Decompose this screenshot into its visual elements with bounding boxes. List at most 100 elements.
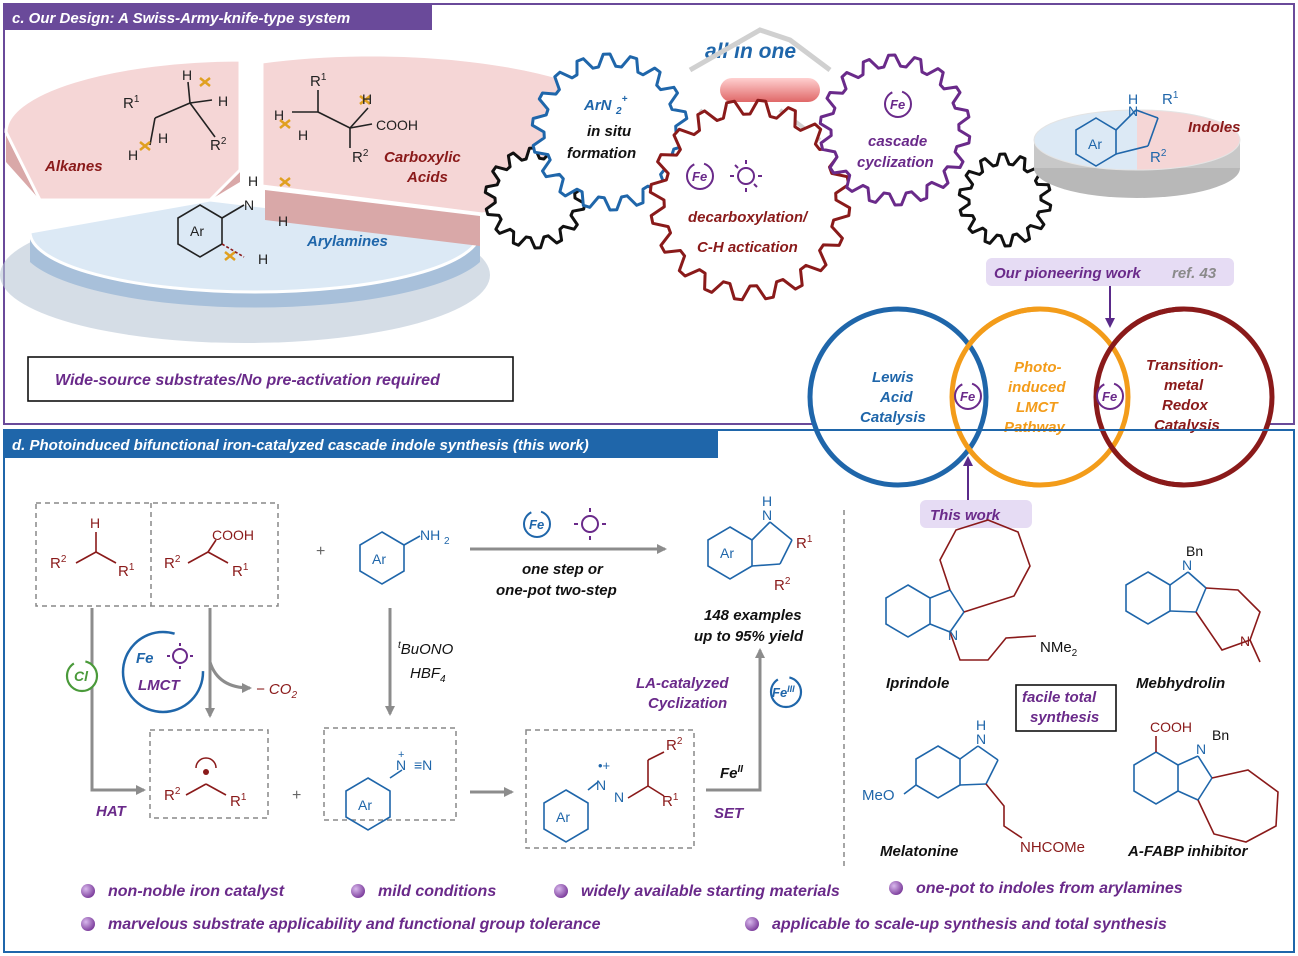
svg-text:cascade: cascade: [868, 133, 927, 150]
svg-text:FeII: FeII: [720, 764, 743, 782]
svg-text:Ar: Ar: [720, 545, 734, 561]
svg-text:H: H: [278, 213, 288, 229]
light-icon: [730, 160, 762, 192]
svg-text:N: N: [1196, 741, 1206, 757]
svg-text:R1: R1: [796, 534, 813, 552]
svg-text:N: N: [614, 789, 624, 805]
indole-disk: [1033, 109, 1241, 198]
svg-text:R2: R2: [164, 786, 181, 804]
melatonine-structure: [903, 745, 999, 799]
svg-text:− CO2: − CO2: [256, 681, 297, 701]
svg-text:Fe: Fe: [136, 650, 154, 667]
svg-text:cyclization: cyclization: [857, 154, 934, 171]
bullet-item: widely available starting materials: [581, 883, 840, 900]
svg-text:decarboxylation/: decarboxylation/: [688, 209, 809, 226]
svg-text:COOH: COOH: [1150, 719, 1192, 735]
bullet-dot: [81, 917, 95, 931]
svg-text:HBF4: HBF4: [410, 665, 446, 685]
svg-text:2: 2: [444, 536, 450, 547]
svg-text:•+: •+: [598, 758, 610, 773]
svg-text:Transition-: Transition-: [1146, 357, 1223, 374]
svg-text:LMCT: LMCT: [138, 677, 181, 694]
svg-text:tBuONO: tBuONO: [398, 640, 454, 658]
svg-text:Lewis: Lewis: [872, 369, 914, 386]
svg-text:formation: formation: [567, 145, 636, 162]
mebhydrolin-structure: [1125, 571, 1207, 625]
svg-text:+: +: [398, 749, 404, 761]
mebhydrolin-label: Mebhydrolin: [1136, 675, 1225, 692]
svg-text:Acid: Acid: [879, 389, 913, 406]
catalysis-circles: [807, 306, 1275, 488]
svg-text:H: H: [128, 147, 138, 163]
svg-text:COOH: COOH: [376, 117, 418, 133]
svg-text:N: N: [976, 731, 986, 747]
svg-text:H: H: [1128, 91, 1138, 107]
svg-text:LMCT: LMCT: [1016, 399, 1059, 416]
svg-text:R1: R1: [230, 792, 247, 810]
svg-text:in situ: in situ: [587, 123, 631, 140]
svg-text:NH: NH: [420, 527, 440, 543]
facile-box: [1015, 684, 1117, 732]
svg-text:Cl: Cl: [74, 668, 89, 684]
svg-text:Pathway: Pathway: [1004, 419, 1066, 436]
wide-source-box: [27, 356, 514, 402]
svg-text:H: H: [976, 717, 986, 733]
svg-text:R2: R2: [774, 576, 791, 594]
svg-text:H: H: [362, 91, 372, 107]
svg-text:facile total: facile total: [1022, 689, 1097, 706]
svg-text:ArN: ArN: [583, 97, 613, 114]
svg-text:synthesis: synthesis: [1030, 709, 1099, 726]
indole-structure: [1075, 109, 1159, 167]
svg-text:H: H: [218, 93, 228, 109]
svg-text:Ar: Ar: [556, 809, 570, 825]
bullet-dot: [745, 917, 759, 931]
svg-text:LA-catalyzed: LA-catalyzed: [636, 675, 729, 692]
melatonine-label: Melatonine: [880, 843, 958, 860]
svg-text:Bn: Bn: [1212, 727, 1229, 743]
svg-text:N: N: [948, 627, 958, 643]
svg-text:Cyclization: Cyclization: [648, 695, 727, 712]
arylamine-structure: [177, 204, 245, 258]
svg-text:N: N: [1240, 633, 1250, 649]
svg-text:R2: R2: [50, 554, 67, 572]
svg-text:≡N: ≡N: [414, 757, 432, 773]
wide-source-text: Wide-source substrates/No pre-activation…: [55, 372, 441, 389]
svg-text:H: H: [298, 127, 308, 143]
svg-text:Ar: Ar: [1088, 136, 1102, 152]
svg-text:MeO: MeO: [862, 787, 895, 804]
svg-text:Fe: Fe: [529, 517, 544, 532]
svg-text:Ar: Ar: [190, 223, 204, 239]
svg-text:H: H: [248, 173, 258, 189]
svg-text:H: H: [762, 493, 772, 509]
svg-text:induced: induced: [1008, 379, 1066, 396]
svg-text:H: H: [158, 130, 168, 146]
svg-text:FeIII: FeIII: [772, 684, 795, 700]
svg-text:Redox: Redox: [1162, 397, 1209, 414]
panel-c-border: [3, 3, 1295, 425]
panel-c-banner: [4, 4, 432, 30]
svg-text:R1: R1: [1162, 90, 1179, 108]
bullet-dot: [554, 884, 568, 898]
gear-small-right: [957, 152, 1053, 248]
svg-text:+: +: [316, 543, 325, 560]
iprindole-structure: [885, 584, 965, 638]
svg-text:Fe: Fe: [960, 389, 975, 404]
gear-group: [483, 52, 1053, 302]
svg-text:one step or: one step or: [522, 561, 604, 578]
bullet-item: mild conditions: [378, 883, 496, 900]
svg-text:+: +: [292, 787, 301, 804]
svg-text:NMe2: NMe2: [1040, 639, 1078, 659]
svg-text:up to 95% yield: up to 95% yield: [694, 628, 804, 645]
svg-text:Bn: Bn: [1186, 543, 1203, 559]
panel-d-banner: [4, 430, 718, 458]
panel-d-title: d. Photoinduced bifunctional iron-cataly…: [12, 437, 589, 454]
svg-text:ref. 43: ref. 43: [1172, 265, 1217, 282]
svg-text:SET: SET: [714, 805, 745, 822]
svg-text:N: N: [762, 507, 772, 523]
bullet-dot: [81, 884, 95, 898]
svg-text:Our pioneering work: Our pioneering work: [994, 265, 1141, 282]
carboxylic-label: Carboxylic: [384, 149, 461, 166]
svg-text:Ar: Ar: [372, 551, 386, 567]
